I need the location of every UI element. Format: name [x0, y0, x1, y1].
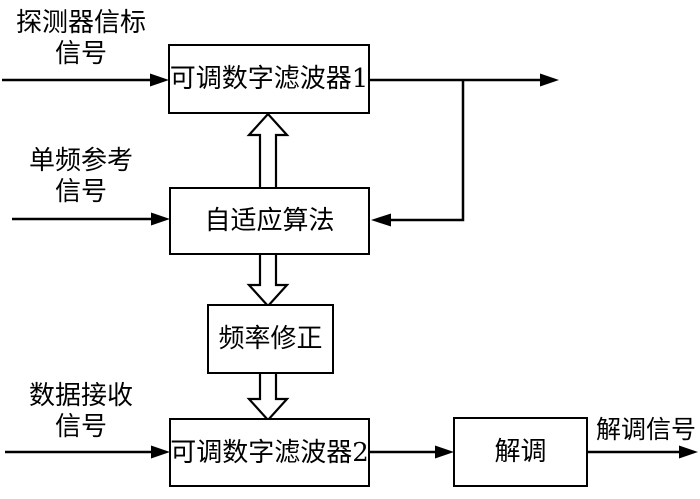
block-label: 可调数字滤波器1	[169, 64, 369, 94]
input-label-beacon-signal: 探测器信标 信号	[6, 8, 156, 70]
label-line-2: 信号	[54, 177, 107, 207]
block-frequency-correction: 频率修正	[207, 304, 334, 374]
adaptive-to-filter1-hollow-arrow	[246, 112, 290, 191]
feedback-arrow	[371, 80, 465, 227]
filter2-to-demod-arrow	[370, 445, 454, 459]
input-arrow-data	[5, 445, 170, 459]
label-line-2: 信号	[54, 412, 107, 442]
block-adaptive-algorithm: 自适应算法	[169, 187, 370, 255]
demod-output-arrow	[588, 445, 698, 459]
label-line-1: 数据接收	[28, 381, 133, 411]
output-label-demodulated-signal: 解调信号	[595, 415, 696, 444]
block-label: 解调	[494, 437, 547, 467]
label-line-2: 信号	[54, 39, 107, 69]
freq-to-filter2-hollow-arrow	[246, 370, 290, 422]
adaptive-to-freq-hollow-arrow	[246, 251, 290, 308]
block-label: 自适应算法	[204, 206, 335, 236]
input-arrow-beacon	[2, 73, 169, 87]
block-label: 可调数字滤波器2	[170, 437, 369, 468]
filter1-output-arrow	[370, 73, 559, 87]
input-arrow-reference	[12, 212, 170, 226]
input-label-reference-signal: 单频参考 信号	[6, 146, 156, 208]
block-demodulation: 解调	[453, 417, 588, 487]
input-label-data-receive-signal: 数据接收 信号	[6, 381, 156, 443]
label-line-1: 单频参考	[28, 146, 133, 176]
label-line-1: 探测器信标	[15, 8, 146, 38]
block-adjustable-digital-filter-2: 可调数字滤波器2	[169, 418, 370, 487]
block-label: 频率修正	[218, 324, 323, 354]
block-adjustable-digital-filter-1: 可调数字滤波器1	[168, 44, 370, 114]
